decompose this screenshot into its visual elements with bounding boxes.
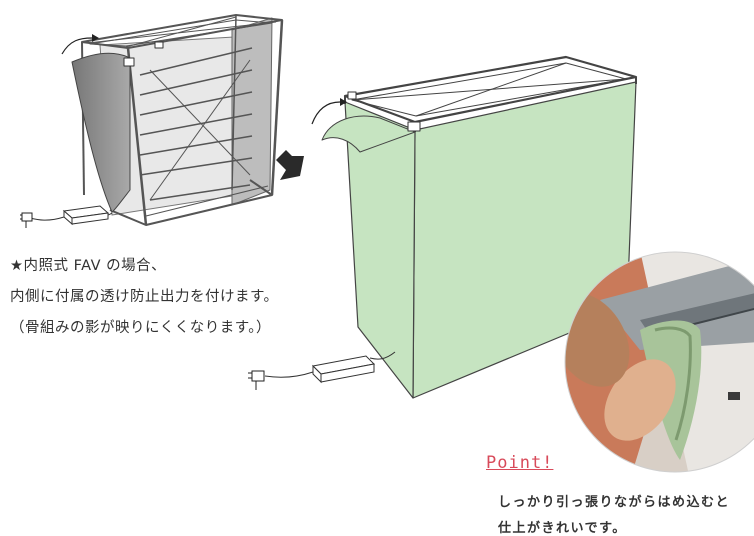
point-line-2: 仕上がきれいです。 [498,521,627,536]
frame-with-inner-sheet [61,14,284,226]
point-title: Point! [486,453,554,473]
inner-sheet [71,52,131,213]
fabric-side [344,101,416,399]
power-adapter-icon [264,351,396,384]
curved-arrow-icon [311,101,341,125]
curved-arrow-icon [61,37,93,55]
inner-side-shadow [231,17,273,206]
fabric-flap [321,115,416,153]
point-line-1: しっかり引っ張りながらはめ込むと [498,495,731,510]
plug-icon [248,370,265,390]
note-line-1: ★内照式 FAV の場合、 [10,258,167,274]
power-adapter-icon [29,205,113,226]
plug-icon [20,212,33,228]
note-line-3: （骨組みの影が映りにくくなります。） [10,320,272,336]
note-line-2: 内側に付属の透け防止出力を付けます。 [10,289,279,305]
right-arrow-icon [276,150,304,180]
